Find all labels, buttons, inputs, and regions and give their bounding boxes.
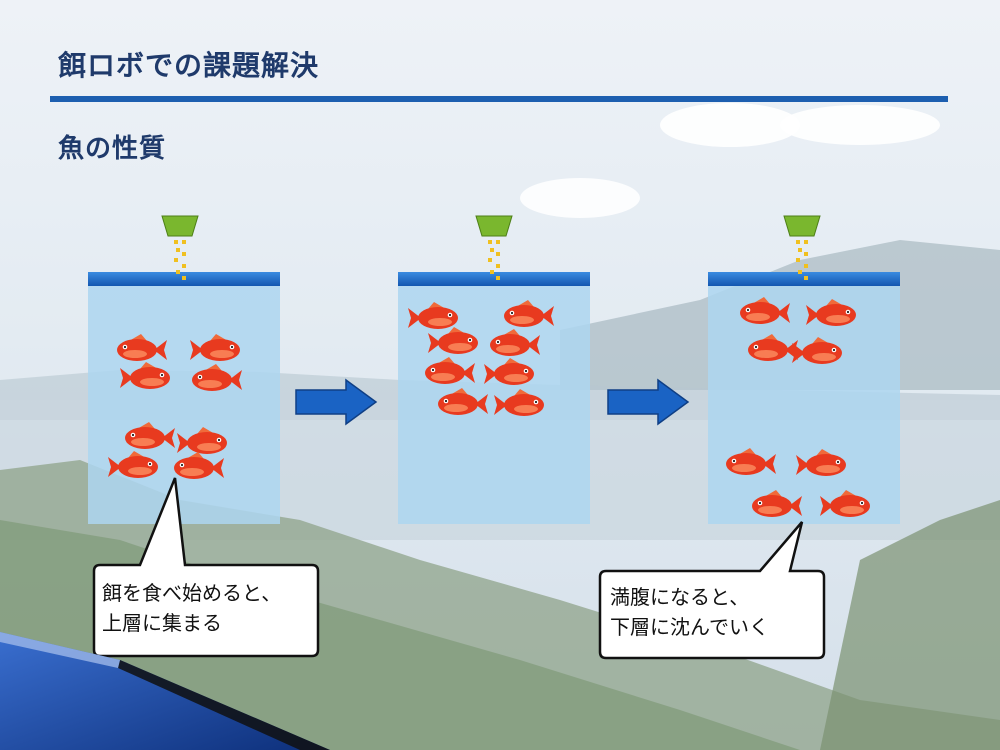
callout-bubble-left xyxy=(92,477,320,658)
slide-subtitle: 魚の性質 xyxy=(58,134,167,164)
callout-line: 上層に集まる xyxy=(102,611,222,635)
tank-before xyxy=(88,272,280,524)
feeder-robot-icon xyxy=(783,215,821,280)
callout-text-right: 満腹になると、 下層に沈んでいく xyxy=(610,582,769,642)
callout-line: 満腹になると、 xyxy=(610,585,750,609)
callout-bubble-right xyxy=(598,521,826,660)
right-arrow-icon xyxy=(607,378,690,426)
callout-line: 餌を食べ始めると、 xyxy=(102,581,282,605)
feeder-robot-icon xyxy=(475,215,513,280)
callout-text-left: 餌を食べ始めると、 上層に集まる xyxy=(102,578,281,638)
feeder-robot-icon xyxy=(161,215,199,280)
title-divider xyxy=(50,96,948,102)
water-surface xyxy=(398,272,590,286)
callout-line: 下層に沈んでいく xyxy=(610,615,769,639)
right-arrow-icon xyxy=(295,378,378,426)
slide-title: 餌ロボでの課題解決 xyxy=(58,49,320,82)
